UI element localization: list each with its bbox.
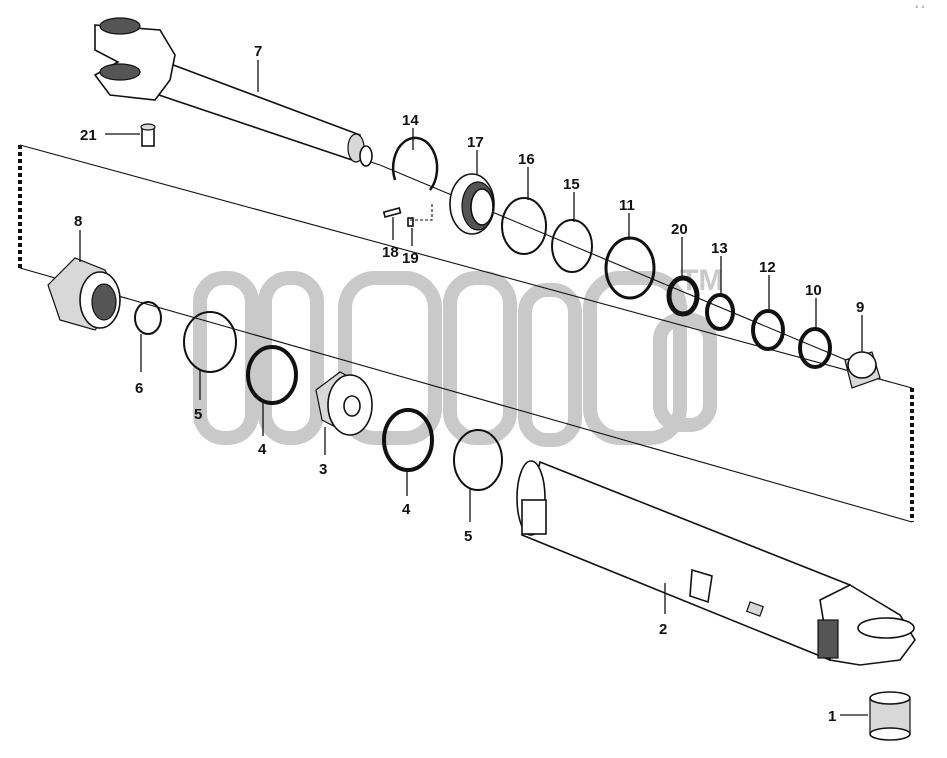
piston-icon [315,371,373,436]
o-ring-icon [551,219,593,273]
callout-19: 19 [402,250,419,267]
grease-nipple-icon [140,123,156,147]
callout-5-lower: 5 [464,528,472,545]
callout-17: 17 [467,134,484,151]
callout-16: 16 [518,151,535,168]
callout-21: 21 [80,127,97,144]
leader-lines [79,60,868,716]
snap-ring-icon [391,136,439,191]
callout-3: 3 [319,461,327,478]
cylinder-head-icon [47,257,121,331]
callout-18: 18 [382,244,399,261]
callout-10: 10 [805,282,822,299]
ring-icon [751,309,785,351]
callout-4-upper: 4 [258,441,267,458]
callout-4-lower: 4 [402,501,411,518]
callout-15: 15 [563,176,580,193]
ring-icon [705,293,735,331]
callout-labels: 1 2 3 4 4 5 5 6 7 8 9 10 11 12 13 14 15 … [74,43,864,725]
pin-icon [382,202,433,227]
piston-rod-icon [93,17,373,167]
callout-2: 2 [659,621,667,638]
cylinder-tube-icon [516,460,916,666]
callout-7: 7 [254,43,262,60]
callout-14: 14 [402,112,419,129]
wear-ring-icon [453,429,503,491]
callout-9: 9 [856,299,864,316]
callout-12: 12 [759,259,776,276]
watermark-logo: TM [193,264,723,447]
callout-6: 6 [135,380,143,397]
seal-icon [666,275,700,317]
bushing-icon [869,691,911,741]
seal-ring-icon [382,408,434,472]
assembly-axes [18,89,914,523]
callout-13: 13 [711,240,728,257]
seal-ring-icon [246,345,298,405]
o-ring-icon [501,197,547,255]
callout-5-upper: 5 [194,406,202,423]
ring-icon [798,327,832,369]
wear-ring-icon [183,311,237,373]
corner-mark: ° ° [915,4,925,14]
o-ring-icon [134,301,162,335]
nut-icon [449,173,495,235]
callout-11: 11 [619,197,635,214]
o-ring-icon [604,236,656,300]
callout-8: 8 [74,213,82,230]
callout-1: 1 [828,708,836,725]
callout-20: 20 [671,221,688,238]
bushing-icon [844,351,881,389]
